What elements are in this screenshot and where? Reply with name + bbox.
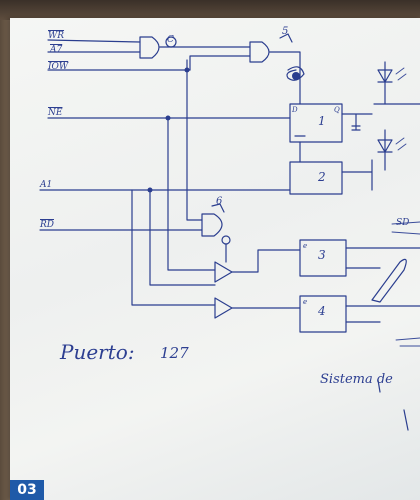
label-a7: A7 (50, 45, 63, 55)
flipflop-3 (299, 239, 347, 277)
pen-sketch (371, 258, 407, 303)
puerto-label: Puerto: (60, 340, 135, 364)
bus-ne (167, 117, 216, 271)
gate-5 (249, 41, 270, 63)
gate-c-label: C (167, 35, 174, 45)
wire-right-stubs (391, 221, 420, 347)
flipflop-1 (289, 103, 343, 143)
ink-blob (292, 72, 300, 80)
gate-5-label: 5 (282, 26, 289, 37)
flipflop-1-d: D (292, 106, 298, 114)
bus-a1 (149, 189, 216, 286)
flipflop-4-out (345, 305, 420, 323)
label-iow: IOW (48, 62, 69, 72)
sd-label: SD (396, 218, 410, 228)
buffer-1 (214, 261, 233, 283)
puerto-value: 127 (160, 344, 189, 362)
led-2 (377, 129, 393, 171)
flipflop-3-e: e (303, 242, 308, 250)
label-ne: NE (48, 108, 63, 118)
led-2-rays (395, 137, 407, 151)
junction-iow (184, 67, 190, 73)
flipflop-4-label: 4 (318, 304, 326, 318)
flipflop-3-out (345, 247, 420, 269)
flipflop-1-label: 1 (318, 114, 326, 128)
page-number-badge: 03 (10, 480, 44, 500)
ink-fragments (377, 379, 409, 431)
flipflop-1-q: Q (334, 106, 340, 114)
flipflop-4-e: e (303, 298, 308, 306)
gate-6-bubble (221, 235, 231, 245)
label-wr: WR (48, 31, 65, 41)
wire-wr (47, 39, 141, 43)
flipflop-2-label: 2 (318, 170, 326, 184)
junction-a1 (147, 187, 153, 193)
flipflop-2 (289, 161, 343, 195)
flipflop-4 (299, 295, 347, 333)
gate-6-label: 6 (216, 196, 223, 207)
bus-a1-low (131, 189, 216, 306)
bus-iow (186, 59, 203, 221)
buffer-2 (214, 297, 233, 319)
wire-buffer-1 (225, 243, 301, 273)
led-1-rays (395, 67, 407, 81)
gate-6 (201, 213, 223, 237)
gate-6-mark (211, 203, 225, 213)
paper-sheet (10, 18, 420, 500)
led-1 (377, 61, 393, 105)
label-a1: A1 (40, 180, 53, 190)
flipflop-2-out (341, 159, 373, 191)
gate-5-mark (279, 33, 293, 43)
flipflop-3-label: 3 (318, 248, 326, 262)
junction-ne (165, 115, 171, 121)
wire-gate5-out (269, 51, 301, 71)
gate-c (139, 36, 160, 59)
wire-ff-clock (294, 69, 306, 163)
flipflop-1-out (341, 113, 373, 131)
label-rd: RD (40, 220, 54, 230)
sistema-note: Sistema de (320, 372, 393, 387)
wire-iow-to-gate5 (189, 55, 251, 71)
photo-top-edge (0, 0, 420, 20)
